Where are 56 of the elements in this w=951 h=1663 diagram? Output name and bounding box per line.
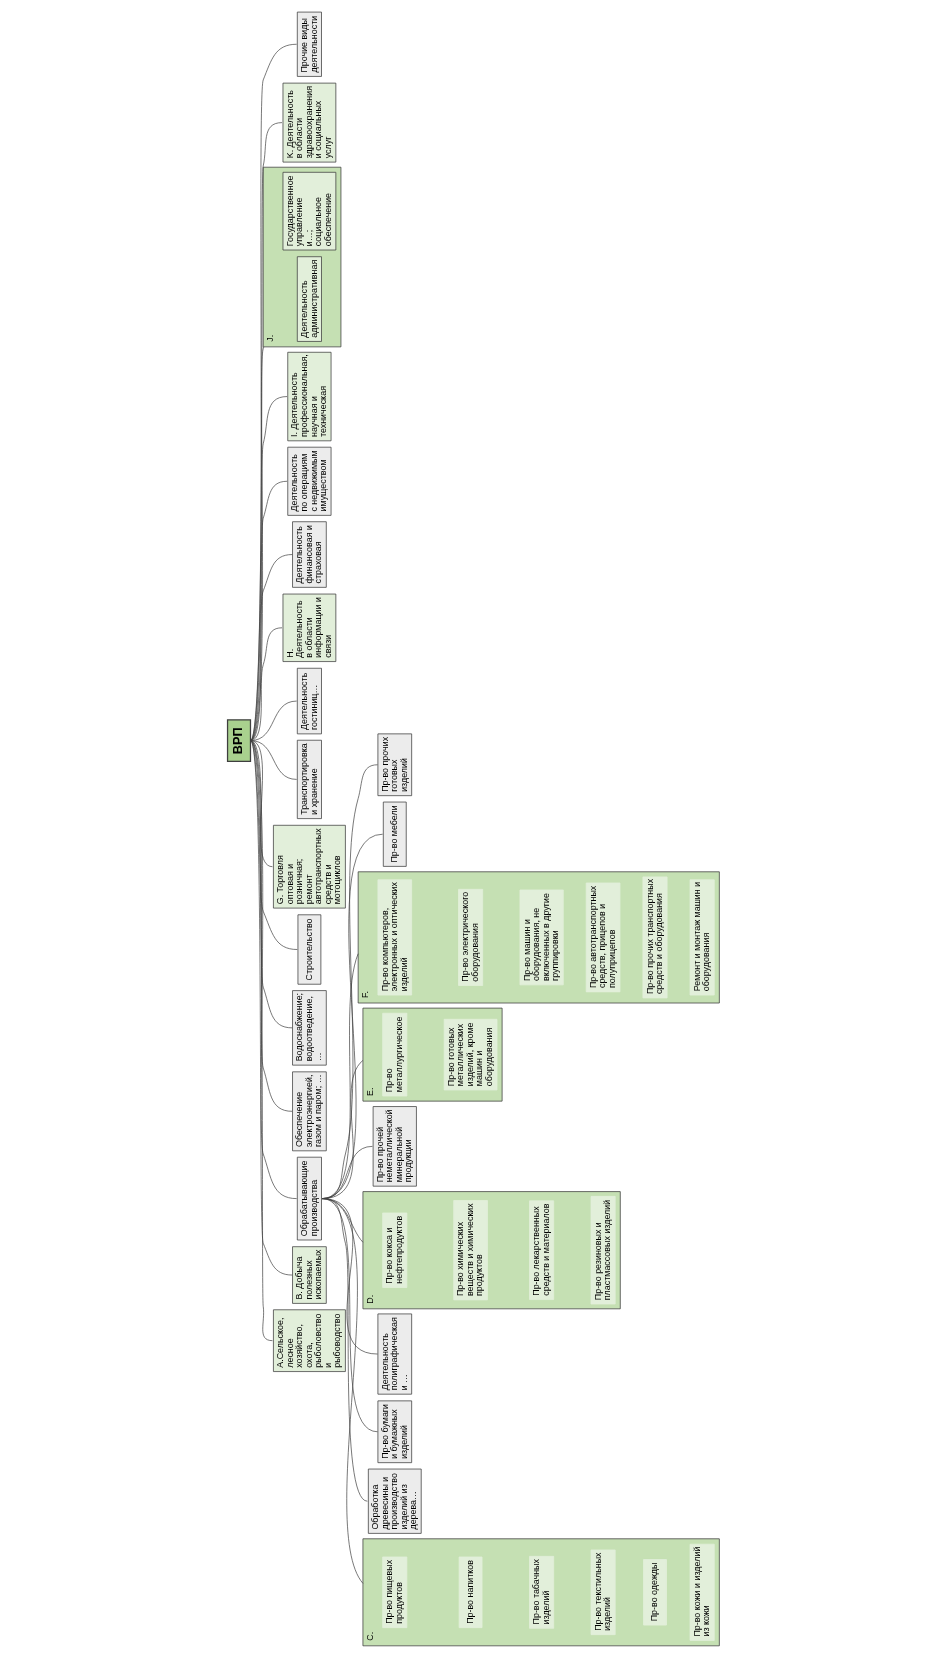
node-box: A.Сельское, лесное хозяйство, охота, рыболовство и рыбоводство [272, 1309, 346, 1372]
node-box: Пр-во готовых металлических изделий, кроме машин и оборудования [443, 1018, 497, 1091]
node-box: Обеспечение электроэнергией, газом и паром; … [291, 1071, 327, 1152]
node-box: Пр-во резиновых и пластмассовых изделий [590, 1196, 616, 1305]
node-box: Пр-во табачных изделий [528, 1555, 554, 1629]
node-box: Строительство [297, 914, 321, 985]
node-box: Обрабатывающие производства [296, 1156, 322, 1241]
node-box: Пр-во машин и оборудования, не включенных в другие группировки [519, 889, 564, 986]
node-box: I. Деятельность профессиональная, научная и техническая [286, 351, 331, 442]
node-box: Пр-во металлургическое [381, 1012, 407, 1097]
connector [321, 764, 378, 1199]
node-box: Деятельность гостиниц… [296, 667, 322, 735]
connector [249, 122, 282, 741]
node-box: Пр-во напитков [458, 1556, 482, 1629]
connector [249, 346, 264, 741]
node-box: Ремонт и монтаж машин и оборудования [689, 879, 715, 996]
node-box: K. Деятельность в области здравоохранения и социальных услуг [282, 82, 336, 163]
connector [321, 1198, 378, 1433]
node-box: Пр-во электрического оборудования [457, 888, 483, 986]
node-box: ВРП [226, 719, 251, 762]
connector [249, 740, 293, 1112]
node-box: Пр-во кокса и нефтепродуктов [381, 1212, 407, 1288]
node-box: Пр-во мебели [382, 801, 407, 867]
connector [249, 740, 273, 868]
node-box: H. Деятельность в области информации и связи [282, 593, 336, 662]
connector [249, 740, 298, 950]
node-box: Транспортировка и хранение [296, 739, 322, 819]
connector [249, 740, 297, 1199]
connector [249, 43, 297, 741]
node-box: Пр-во бумаги и бумажных изделий [377, 1400, 412, 1464]
node-box: Деятельность по операциям с недвижимым имуществом [286, 446, 331, 516]
node-box: Пр-во одежды [642, 1559, 667, 1626]
node-box: G. Торговля оптовая и розничная; ремонт автотранспортных средств и мотоциклов [272, 824, 346, 909]
node-box: Деятельность финансовая и страховая [291, 521, 327, 588]
connector [249, 480, 287, 741]
node-box: Деятельность полиграфическая и … [377, 1313, 412, 1395]
node-box: Пр-во лекарственных средств и материалов [528, 1200, 554, 1300]
connector [249, 740, 293, 1276]
node-box: Пр-во кожи и изделий из кожи [689, 1543, 715, 1641]
node-box: Прочие виды деятельности [296, 11, 322, 77]
node-box: B. Добыча полезных ископаемых [291, 1246, 327, 1304]
node-box: Пр-во текстильных изделий [590, 1549, 616, 1636]
node-box: Деятельность административная [296, 256, 322, 342]
node-box: Пр-во прочих транспортных средств и оборудования [642, 876, 667, 999]
node-box: Пр-во автотранспортных средств, прицепов и полуприцепов [585, 882, 620, 993]
connector [249, 740, 293, 1029]
node-box: Пр-во прочих готовых изделий [377, 733, 412, 797]
node-box: Пр-во прочей неметаллической минеральной продукции [372, 1106, 417, 1187]
node-box: Обработка древесины и производство изделий из дерева… [367, 1468, 422, 1534]
node-box: Пр-во пищевых продуктов [381, 1556, 407, 1629]
node-box: Водоснабжение; водоотведение, … [291, 990, 327, 1066]
node-box: Пр-во химических веществ и химических продуктов [452, 1200, 488, 1301]
connector [249, 740, 273, 1341]
connector [249, 396, 287, 741]
connector [249, 554, 293, 741]
node-box: Государственное управление и…; социальное обеспечение [282, 171, 336, 251]
